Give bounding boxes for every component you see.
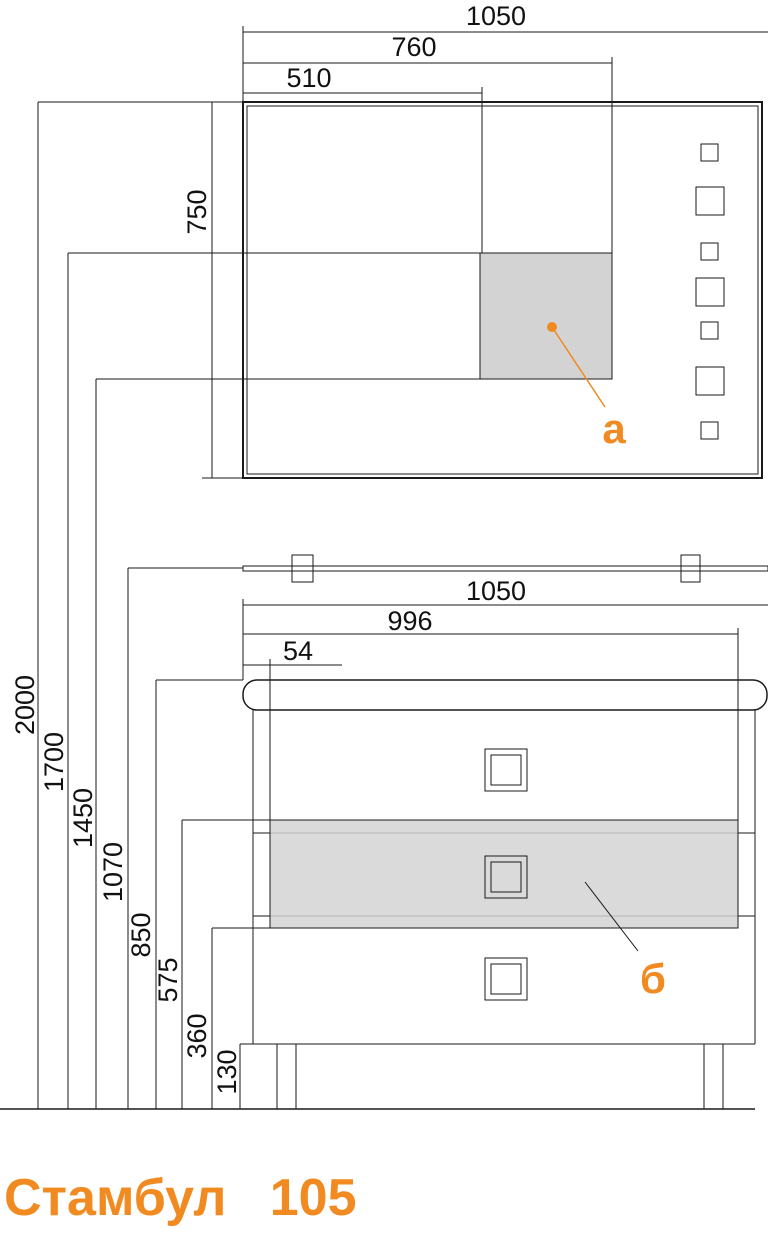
cabinet-offset: 54 [283, 636, 313, 666]
drawer-handle-middle-inner [490, 861, 522, 893]
drawer-handle-middle [484, 855, 528, 899]
mirror-decor-square [695, 366, 725, 396]
cabinet-width-inner: 996 [387, 606, 432, 636]
cabinet-top [242, 679, 768, 711]
mirror-frame-inner [246, 105, 759, 475]
height-130: 130 [212, 1049, 242, 1094]
mirror-decor-square [700, 143, 719, 162]
cabinet-width-total: 1050 [466, 576, 526, 606]
shelf-glass [242, 565, 768, 572]
height-850: 850 [126, 912, 156, 957]
height-2000: 2000 [10, 675, 40, 735]
height-360: 360 [182, 1013, 212, 1058]
height-1070: 1070 [98, 842, 128, 902]
mirror-height: 750 [182, 189, 212, 234]
mirror-decor-square [700, 421, 719, 440]
drawer-handle-top [484, 748, 528, 792]
drawer-handle-bottom [484, 957, 528, 1001]
cabinet-leg-right [703, 1043, 724, 1110]
product-title: Стамбул 105 [4, 1169, 357, 1227]
height-1450: 1450 [68, 788, 98, 848]
mirror-decor-square [700, 242, 719, 261]
mirror-width-mid: 760 [391, 32, 436, 62]
mirror-frame-outer [242, 101, 763, 479]
callout-a-dot [547, 322, 557, 332]
mirror-decor-square [695, 277, 725, 307]
shelf-holder-right [680, 554, 701, 583]
cabinet-highlight-b [269, 819, 739, 929]
mirror-width-total: 1050 [466, 1, 526, 31]
shelf-holder-left [291, 554, 314, 583]
callout-a: а [602, 405, 626, 452]
drawer-handle-bottom-inner [490, 963, 522, 995]
height-575: 575 [153, 957, 183, 1002]
drawer-handle-top-inner [490, 754, 522, 786]
callout-b: б [640, 955, 666, 1002]
cabinet-leg-left [276, 1043, 297, 1110]
mirror-decor-square [695, 186, 725, 216]
mirror-decor-square [700, 321, 719, 340]
mirror-highlight-a [479, 252, 613, 380]
height-1700: 1700 [39, 732, 69, 792]
mirror-width-left: 510 [286, 63, 331, 93]
